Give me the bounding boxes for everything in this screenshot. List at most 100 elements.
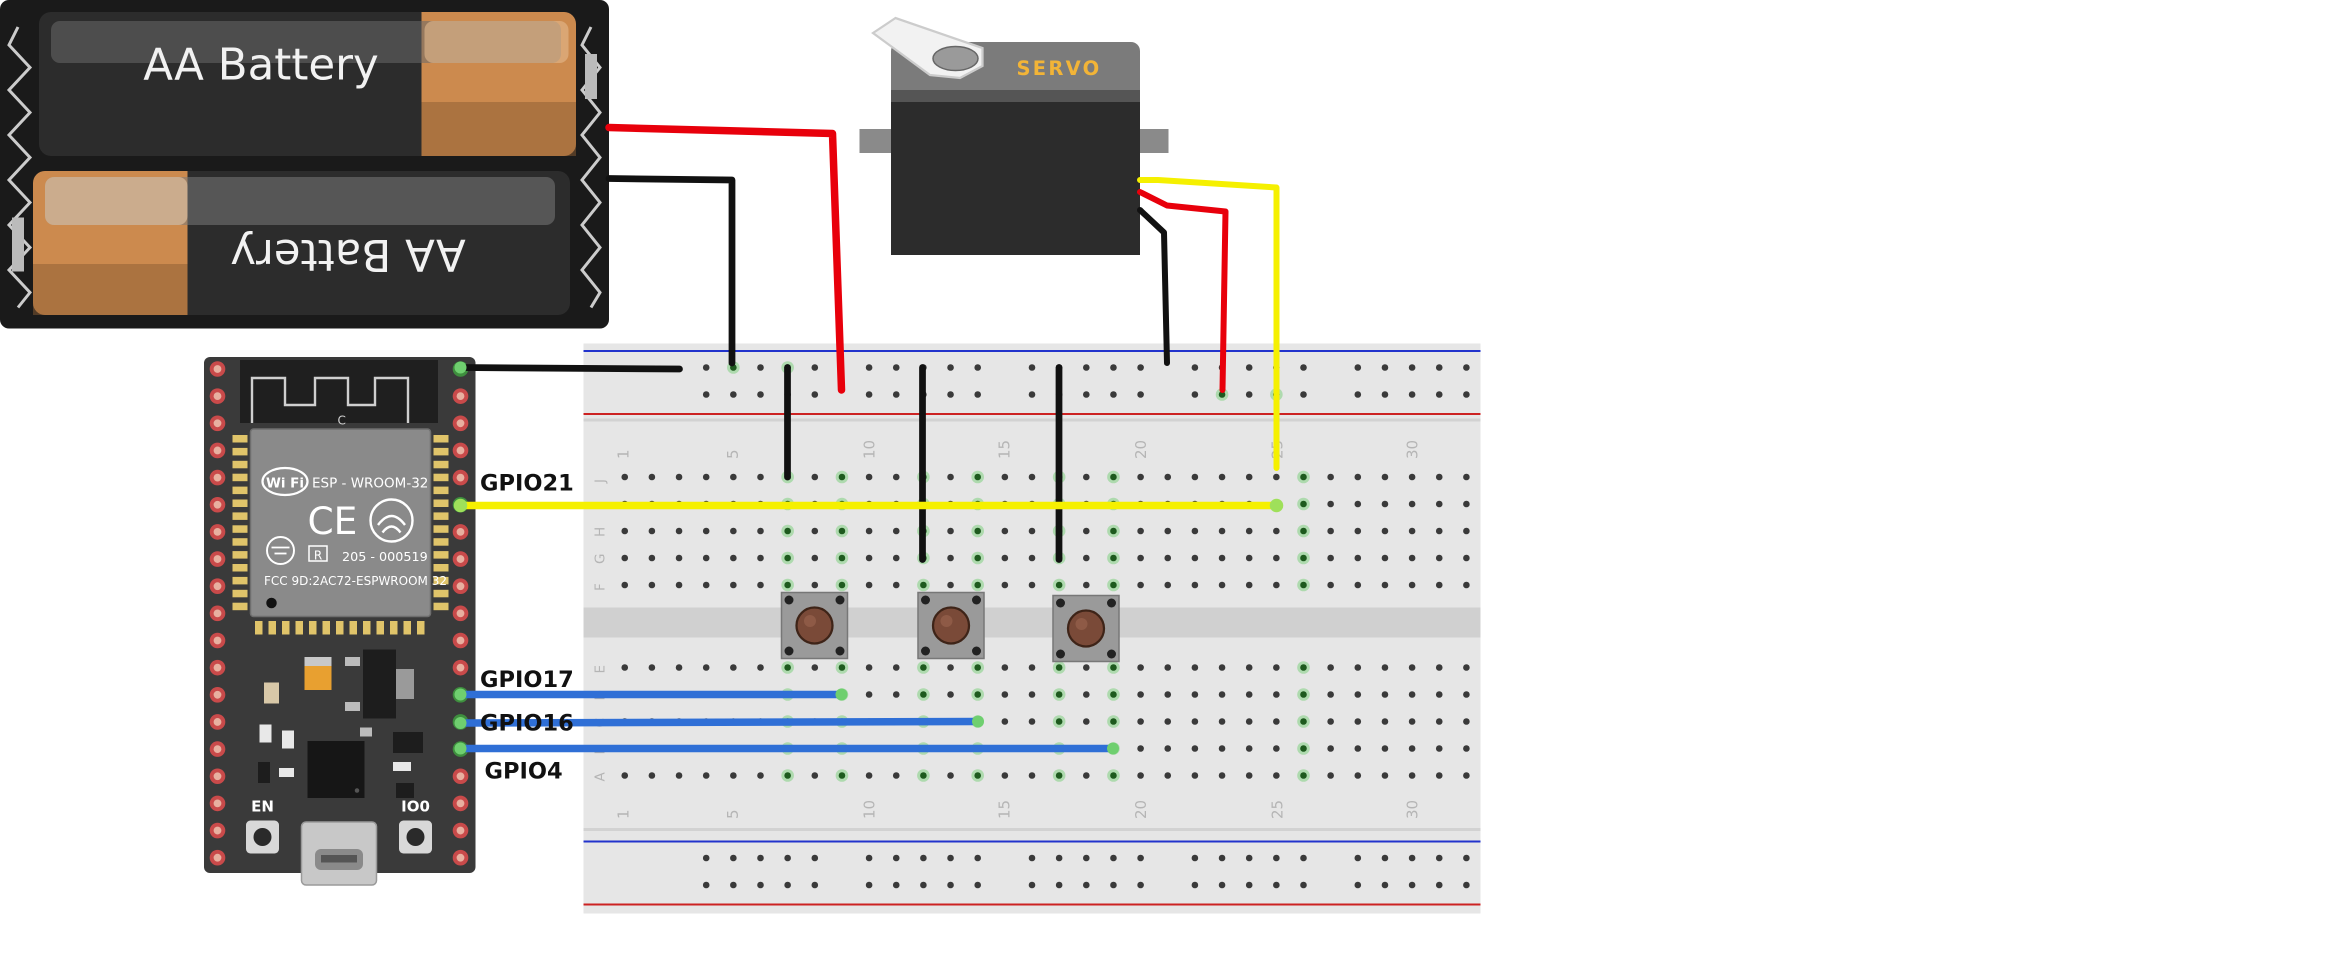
col-number: 25	[1269, 800, 1287, 819]
breadboard-hole	[865, 473, 873, 481]
rail-hole	[1381, 364, 1389, 371]
aa-battery-top: AA Battery	[39, 12, 576, 156]
breadboard-hole	[1110, 473, 1117, 481]
rail-hole	[784, 881, 791, 889]
breadboard-hole	[1028, 527, 1036, 535]
en-button[interactable]	[246, 820, 279, 854]
breadboard-hole	[920, 581, 927, 589]
breadboard-hole	[757, 473, 764, 481]
servo-motor: SERVO	[859, 16, 1169, 255]
breadboard-hole	[1083, 772, 1090, 779]
breadboard-hole	[784, 581, 791, 589]
breadboard-hole	[1327, 473, 1334, 481]
breadboard-hole	[1137, 473, 1144, 481]
breadboard-hole	[974, 772, 981, 779]
breadboard-hole	[1463, 500, 1470, 508]
breadboard-hole	[1110, 527, 1117, 535]
rail-hole	[1381, 854, 1389, 862]
rail-hole	[757, 881, 764, 889]
breadboard-hole	[1083, 718, 1090, 725]
breadboard-hole	[1300, 581, 1307, 589]
col-number: 1	[615, 449, 633, 459]
breadboard-hole	[947, 664, 954, 671]
breadboard-hole	[1463, 772, 1470, 779]
breadboard-hole	[1028, 581, 1036, 589]
breadboard-hole	[1218, 473, 1226, 481]
rail-hole	[1354, 391, 1362, 398]
breadboard-hole	[1028, 664, 1036, 671]
rail-hole	[1273, 854, 1280, 862]
breadboard-hole	[892, 473, 900, 481]
breadboard-hole	[947, 581, 954, 589]
breadboard-hole	[1055, 691, 1063, 698]
breadboard-hole	[1354, 500, 1362, 508]
en-button-label: EN	[251, 798, 274, 816]
breadboard-hole	[648, 581, 656, 589]
breadboard-hole	[1435, 473, 1443, 481]
breadboard-hole	[730, 554, 737, 562]
breadboard-hole	[1137, 554, 1144, 562]
rail-hole	[1083, 364, 1090, 371]
rail-hole	[1354, 881, 1362, 889]
breadboard-hole	[1245, 772, 1253, 779]
rail-hole	[1191, 364, 1199, 371]
rail-hole	[1083, 881, 1090, 889]
breadboard-hole	[621, 772, 629, 779]
breadboard-hole	[947, 554, 954, 562]
breadboard-hole	[838, 772, 846, 779]
breadboard-hole	[865, 664, 873, 671]
breadboard-hole	[1354, 691, 1362, 698]
breadboard-hole	[1028, 772, 1036, 779]
push-button-2[interactable]	[917, 591, 985, 660]
breadboard-hole	[1354, 664, 1362, 671]
aa-battery-bottom: AA Battery	[33, 171, 570, 315]
rail-hole	[892, 391, 900, 398]
breadboard-hole	[1381, 691, 1389, 698]
rail-hole	[1218, 391, 1226, 398]
breadboard-hole	[865, 527, 873, 535]
breadboard-hole	[947, 527, 954, 535]
esp32-gnd-wire	[457, 364, 683, 373]
rail-hole	[892, 854, 900, 862]
breadboard-hole	[1408, 718, 1416, 725]
row-letter: A	[593, 772, 609, 782]
breadboard-hole	[1327, 664, 1334, 671]
breadboard-hole	[1110, 581, 1117, 589]
breadboard-hole	[892, 772, 900, 779]
breadboard-hole	[1273, 554, 1280, 562]
breadboard-hole	[1463, 527, 1470, 535]
breadboard-hole	[1435, 581, 1443, 589]
wire-endpoints	[453, 361, 1284, 755]
rail-hole	[974, 391, 981, 398]
col-number: 10	[861, 800, 879, 819]
breadboard-hole	[865, 691, 873, 698]
breadboard-hole	[757, 527, 764, 535]
breadboard-hole	[1001, 664, 1009, 671]
breadboard-hole	[1273, 772, 1280, 779]
battery-label-top: AA Battery	[143, 41, 379, 91]
io0-button[interactable]	[399, 820, 432, 854]
col-number: 5	[724, 809, 742, 819]
breadboard-hole	[675, 473, 683, 481]
breadboard-hole	[1463, 581, 1470, 589]
rail-hole	[865, 391, 873, 398]
push-button-3[interactable]	[1052, 594, 1120, 663]
telec-icon	[266, 536, 295, 565]
gpio17-label: GPIO17	[480, 667, 574, 693]
breadboard-hole	[1354, 527, 1362, 535]
rail-hole	[811, 854, 819, 862]
push-button-1[interactable]	[780, 591, 849, 660]
breadboard-hole	[1354, 772, 1362, 779]
breadboard-hole	[1110, 554, 1117, 562]
breadboard-hole	[702, 581, 710, 589]
breadboard-hole	[892, 691, 900, 698]
rail-hole	[1463, 391, 1470, 398]
breadboard-hole	[1435, 772, 1443, 779]
breadboard-hole	[1273, 527, 1280, 535]
breadboard-hole	[1435, 500, 1443, 508]
breadboard-hole	[1191, 745, 1199, 752]
io0-button-label: IO0	[401, 798, 430, 816]
breadboard-hole	[1245, 527, 1253, 535]
rail-hole	[1110, 854, 1117, 862]
rail-hole	[1218, 854, 1226, 862]
